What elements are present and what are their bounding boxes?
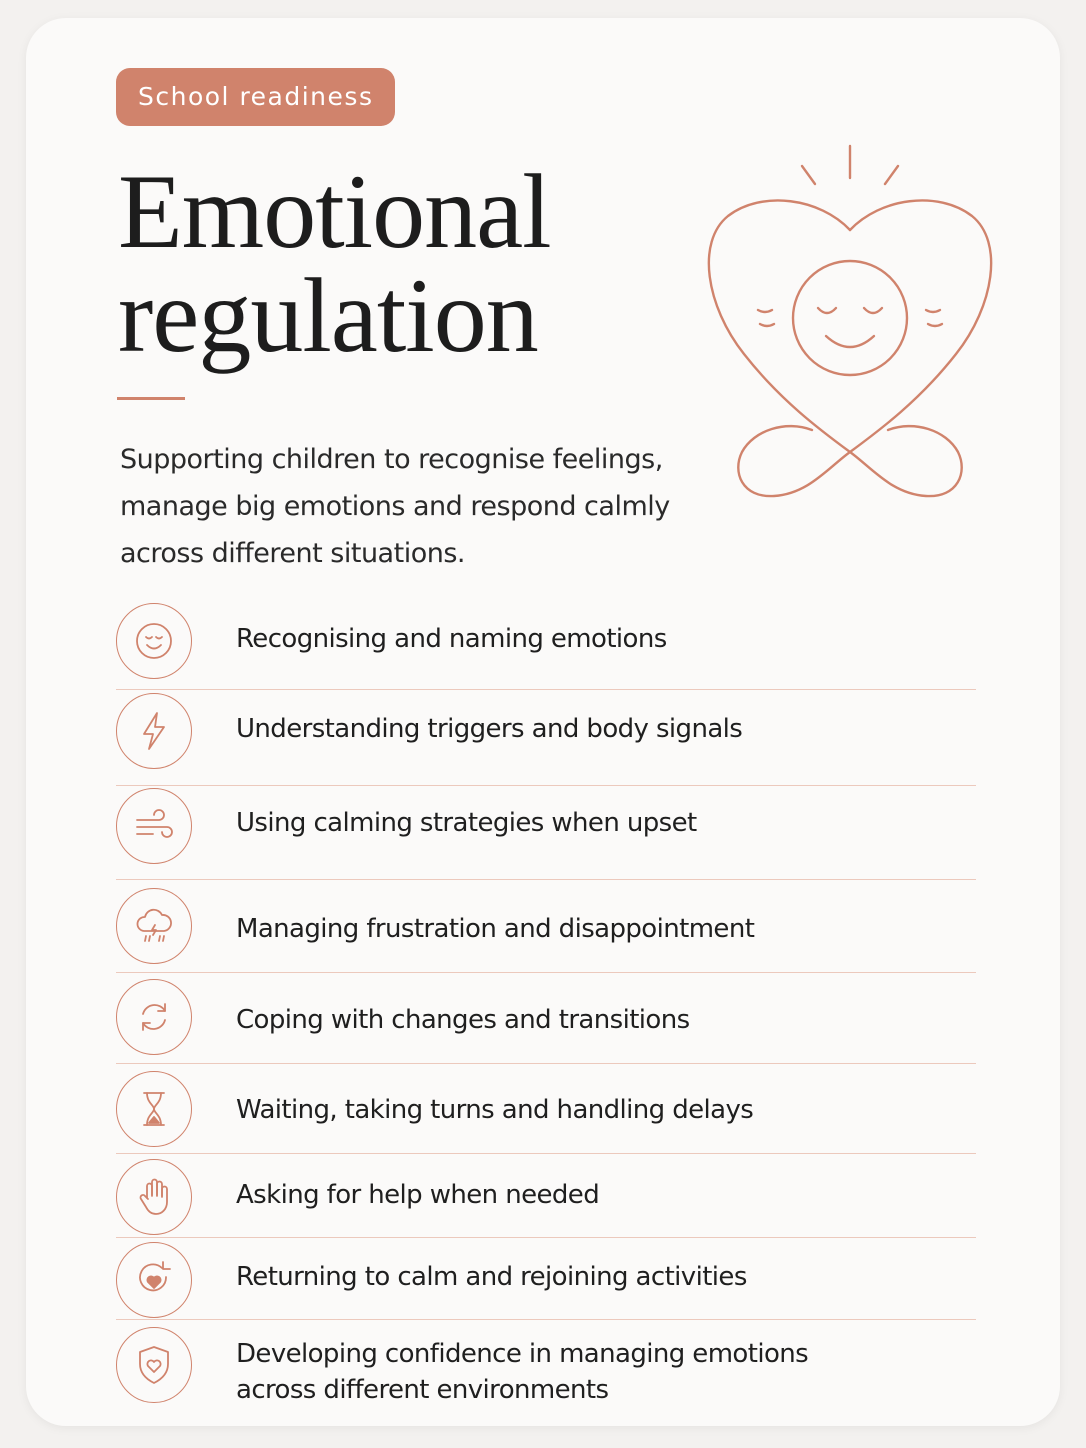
hourglass-icon <box>116 1071 192 1147</box>
smile-face-icon <box>116 603 192 679</box>
skills-list: Recognising and naming emotions Understa… <box>116 600 976 1408</box>
intro-line-1: Supporting children to recognise feeling… <box>120 444 663 475</box>
list-item: Asking for help when needed <box>116 1154 976 1238</box>
item-label: Developing confidence in managing emotio… <box>236 1336 809 1408</box>
list-item: Coping with changes and transitions <box>116 973 976 1064</box>
item-label: Managing frustration and disappointment <box>236 914 755 944</box>
item-label-line-1: Developing confidence in managing emotio… <box>236 1339 809 1369</box>
item-label: Using calming strategies when upset <box>236 808 697 838</box>
storm-cloud-icon <box>116 888 192 964</box>
item-label-line-2: across different environments <box>236 1375 609 1405</box>
item-label: Coping with changes and transitions <box>236 1005 690 1035</box>
list-item: Recognising and naming emotions <box>116 600 976 690</box>
list-item: Waiting, taking turns and handling delay… <box>116 1064 976 1154</box>
list-item: Understanding triggers and body signals <box>116 690 976 786</box>
intro-text: Supporting children to recognise feeling… <box>120 436 720 577</box>
heart-refresh-icon <box>116 1242 192 1318</box>
title-divider <box>117 397 185 400</box>
category-badge: School readiness <box>116 68 396 126</box>
page-title: Emotional regulation <box>118 153 552 374</box>
item-label: Waiting, taking turns and handling delay… <box>236 1095 754 1125</box>
calm-heart-meditation-icon <box>707 144 993 498</box>
lightning-bolt-icon <box>116 693 192 769</box>
item-label: Recognising and naming emotions <box>236 624 667 654</box>
intro-line-2: manage big emotions and respond calmly <box>120 491 670 522</box>
title-line-2: regulation <box>118 257 539 374</box>
wind-icon <box>116 788 192 864</box>
item-label: Asking for help when needed <box>236 1180 600 1210</box>
intro-line-3: across different situations. <box>120 538 465 569</box>
item-label: Understanding triggers and body signals <box>236 714 743 744</box>
item-label: Returning to calm and rejoining activiti… <box>236 1262 747 1292</box>
heart-shield-icon <box>116 1327 192 1403</box>
title-line-1: Emotional <box>118 153 552 270</box>
list-item: Managing frustration and disappointment <box>116 880 976 973</box>
raised-hand-icon <box>116 1159 192 1235</box>
list-item: Developing confidence in managing emotio… <box>116 1320 976 1408</box>
card <box>26 18 1060 1426</box>
list-item: Using calming strategies when upset <box>116 786 976 880</box>
cycle-arrows-icon <box>116 979 192 1055</box>
list-item: Returning to calm and rejoining activiti… <box>116 1238 976 1320</box>
